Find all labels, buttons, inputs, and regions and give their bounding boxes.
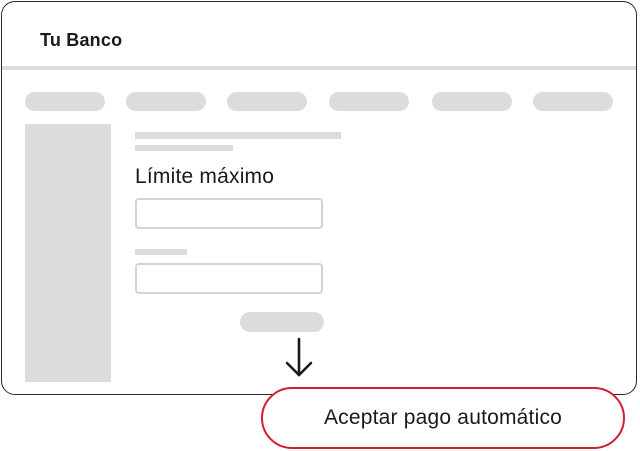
field-label-placeholder <box>135 249 187 255</box>
arrow-down-icon <box>285 337 313 377</box>
nav-item-placeholder-6[interactable] <box>533 92 613 111</box>
second-input[interactable] <box>135 263 323 294</box>
limit-input[interactable] <box>135 198 323 229</box>
nav-item-placeholder-4[interactable] <box>329 92 409 111</box>
nav-item-placeholder-1[interactable] <box>25 92 105 111</box>
submit-button-placeholder[interactable] <box>240 312 324 332</box>
accept-autopay-label: Aceptar pago automático <box>323 406 563 429</box>
accept-autopay-button[interactable]: Aceptar pago automático <box>261 387 625 449</box>
header-divider <box>2 66 636 70</box>
bank-title: Tu Banco <box>40 30 123 50</box>
browser-window: Tu Banco Límite máximo <box>1 1 637 395</box>
sidebar-placeholder <box>25 124 111 382</box>
limit-heading: Límite máximo <box>135 165 275 188</box>
text-line-placeholder <box>135 132 341 139</box>
text-line-placeholder-short <box>135 145 233 151</box>
nav-item-placeholder-5[interactable] <box>432 92 512 111</box>
nav-item-placeholder-3[interactable] <box>227 92 307 111</box>
nav-item-placeholder-2[interactable] <box>126 92 206 111</box>
